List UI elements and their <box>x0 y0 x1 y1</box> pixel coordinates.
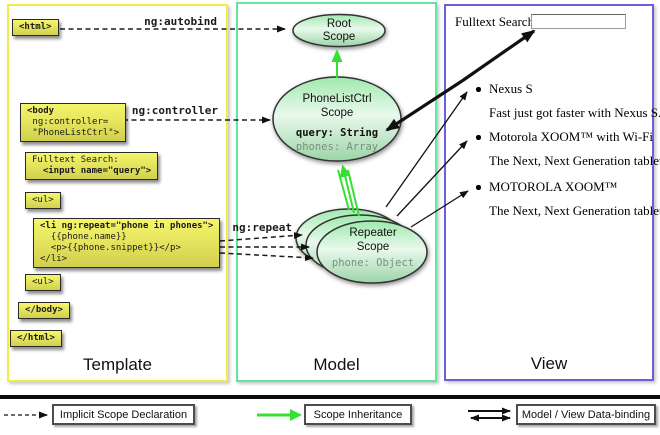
green-arrow-icon <box>257 409 302 421</box>
code-line: ng:controller= <box>27 117 109 127</box>
code-box-fulltext: Fulltext Search: <input name="query"> <box>25 152 159 180</box>
code-box-li-repeat: <li ng:repeat="phone in phones"> {{phone… <box>33 218 221 268</box>
code-line: </li> <box>40 254 68 264</box>
code-line: <p>{{phone.snippet}}</p> <box>40 243 181 253</box>
model-column: Model <box>236 2 437 382</box>
view-item-desc: Fast just got faster with Nexus S. <box>489 105 660 120</box>
code-line: <ul> <box>32 195 54 205</box>
bullet-icon <box>476 87 481 92</box>
legend-databinding-label: Model / View Data-binding <box>521 408 651 421</box>
code-line: <li ng:repeat="phone in phones"> <box>40 221 214 231</box>
fulltext-search-input[interactable] <box>531 14 626 29</box>
view-item-desc: The Next, Next Generation tablet. <box>489 203 660 218</box>
model-column-label: Model <box>313 355 360 374</box>
legend-implicit-scope-box: Implicit Scope Declaration <box>52 404 195 425</box>
code-box-body-open: <body ng:controller= "PhoneListCtrl"> <box>20 103 127 142</box>
code-line: <body <box>27 106 55 116</box>
code-line: "PhoneListCtrl"> <box>27 128 120 138</box>
code-line: Fulltext Search: <box>32 155 119 165</box>
legend-scope-inheritance-label: Scope Inheritance <box>313 408 403 421</box>
double-arrow-icon <box>468 407 511 422</box>
code-box-ul-open: <ul> <box>25 192 61 209</box>
legend-databinding-box: Model / View Data-binding <box>516 404 656 425</box>
bullet-icon <box>476 135 481 140</box>
view-column-label: View <box>530 354 568 373</box>
legend-separator <box>0 395 660 399</box>
template-column-label: Template <box>83 355 152 374</box>
bullet-icon <box>476 185 481 190</box>
code-box-ul-close: <ul> <box>25 274 61 291</box>
fulltext-search-label: Fulltext Search: <box>455 14 538 29</box>
code-line: </body> <box>25 305 63 315</box>
code-line: <html> <box>19 22 52 32</box>
code-line: <input name="query"> <box>32 166 152 176</box>
view-item-title: Motorola XOOM™ with Wi-Fi <box>489 129 654 144</box>
code-line: </html> <box>17 333 55 343</box>
code-box-html-open: <html> <box>12 19 59 36</box>
code-box-body-close: </body> <box>18 302 70 319</box>
view-item-title: Nexus S <box>489 81 533 96</box>
view-item-title: MOTOROLA XOOM™ <box>489 179 618 194</box>
legend-implicit-scope-label: Implicit Scope Declaration <box>59 408 188 421</box>
code-box-html-close: </html> <box>10 330 62 347</box>
view-item-desc: The Next, Next Generation tablet. <box>489 153 660 168</box>
legend-scope-inheritance-box: Scope Inheritance <box>304 404 412 425</box>
code-line: {{phone.name}} <box>40 232 127 242</box>
code-line: <ul> <box>32 277 54 287</box>
dashed-arrow-icon <box>4 411 48 419</box>
